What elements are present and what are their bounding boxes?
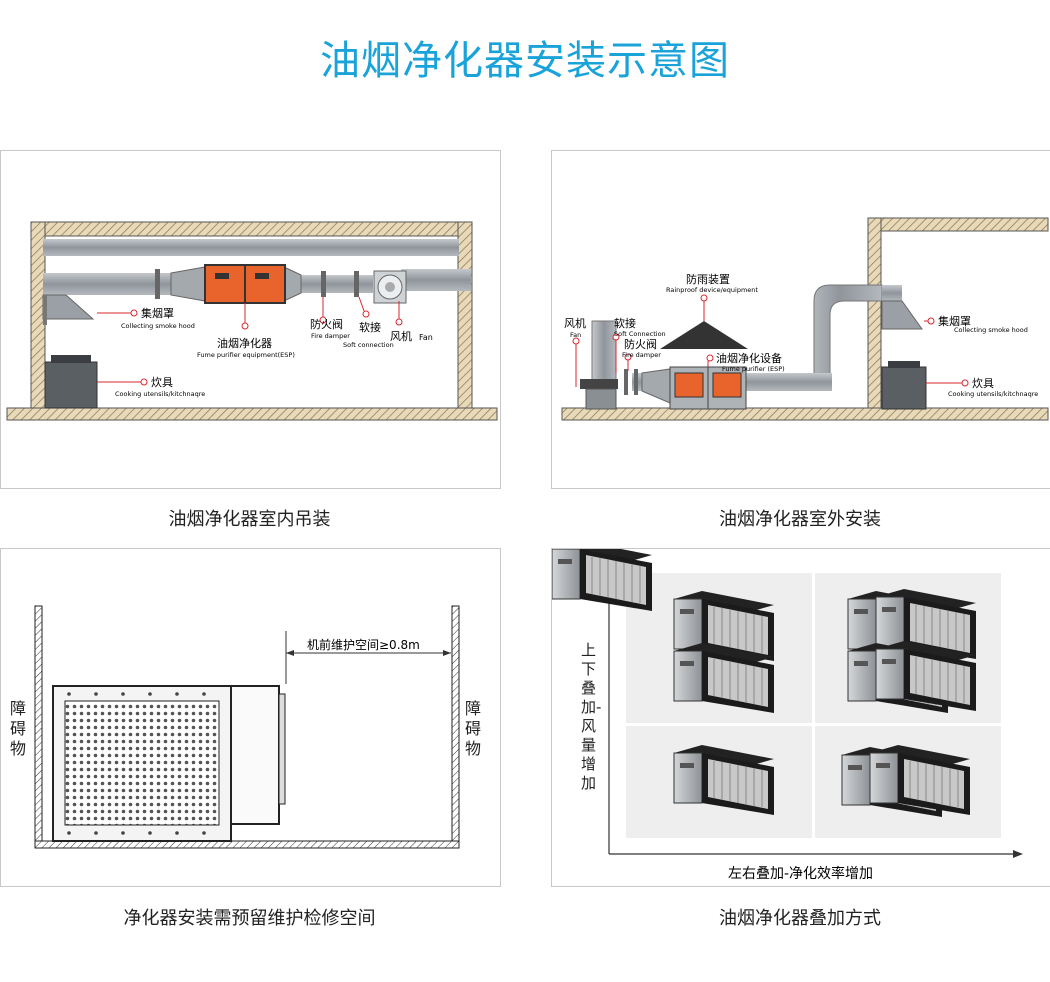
outdoor-fan [585,388,617,410]
panel-stacking: 左右叠加-净化效率增加 上下叠加-风量增加 [551,548,1050,887]
label-damper-en: Fire damper [311,332,350,340]
purifier-side-section [230,685,280,825]
label-fan-cn: 风机 [390,329,412,343]
label-damper-cn: 防火阀 [310,317,343,331]
label-esp-cn: 油烟净化器 [217,336,272,350]
label-fan-cn: 风机 [564,316,586,330]
label-stove-en: Cooking utensils/kitchnaqre [948,390,1038,398]
outdoor-ceiling [867,217,1049,232]
indoor-fire-damper [321,271,326,297]
perforated-panel [64,700,220,826]
outdoor-wall [867,217,882,411]
label-damper-cn: 防火阀 [624,337,657,351]
page-title: 油烟净化器安装示意图 [320,38,730,84]
label-soft-en: Soft connection [343,341,394,349]
indoor-stove [44,361,98,409]
panel-indoor-install: 集烟罩 Collecting smoke hood 油烟净化器 Fume pur… [0,150,501,489]
fan-outlet-duct [401,269,471,291]
rainproof-cover [660,321,748,349]
indoor-esp-unit-1 [204,264,246,304]
stacking-diagram: 左右叠加-净化效率增加 [552,549,1023,882]
indoor-esp-unit-2 [244,264,286,304]
label-soft-cn: 软接 [359,320,381,334]
obstacle-left-label: 障碍物 [10,699,27,758]
caption-stacking: 油烟净化器叠加方式 [719,908,881,929]
caption-outdoor: 油烟净化器室外安装 [719,509,881,530]
label-rain-en: Rainproof device/equipment [666,286,758,294]
outdoor-floor [561,407,1049,421]
label-fan-en: Fan [419,333,433,342]
upper-duct-right [289,239,459,256]
right-wall [457,221,473,413]
outdoor-hood [881,300,923,330]
right-obstacle-wall [451,605,460,849]
caption-maintenance: 净化器安装需预留维护检修空间 [123,908,376,929]
label-hood-en: Collecting smoke hood [954,326,1028,334]
indoor-install-diagram: 集烟罩 Collecting smoke hood 油烟净化器 Fume pur… [6,221,498,421]
upper-duct [43,239,289,256]
outdoor-fire-damper [624,369,628,395]
label-stove-cn: 炊具 [972,377,994,390]
y-axis-label: 上下叠加-风量增加 [581,641,602,792]
ceiling [30,221,462,237]
left-obstacle-wall [34,605,43,849]
clearance-label: 机前维护空间≥0.8m [307,637,420,652]
outdoor-stove [881,366,927,410]
label-stove-en: Cooking utensils/kitchnaqre [115,390,205,398]
x-axis-label: 左右叠加-净化效率增加 [728,865,873,882]
outdoor-soft-connection [634,369,638,395]
label-soft-en: Soft Connection [614,330,666,338]
label-rain-cn: 防雨装置 [686,272,730,286]
label-fan-en: Fan [570,331,581,339]
maintenance-space-diagram: 机前维护空间≥0.8m [34,605,460,849]
indoor-hood [42,294,95,320]
obstacle-right-label: 障碍物 [465,699,482,758]
label-hood-cn: 集烟罩 [141,306,174,320]
label-hood-cn: 集烟罩 [938,314,971,328]
label-esp-en: Fume purifier equipment(ESP) [197,351,295,359]
main-duct-left [43,273,203,295]
label-esp-en: Fume purifier (ESP) [722,365,785,373]
panel-outdoor-install: 防雨装置 Rainproof device/equipment 风机 Fan 软… [551,150,1050,489]
panel-maintenance-space: 机前维护空间≥0.8m 障碍物 障碍物 [0,548,501,887]
main-duct-right [283,275,373,293]
label-damper-en: Fire damper [622,351,661,359]
label-hood-en: Collecting smoke hood [121,322,195,330]
outdoor-install-diagram: 防雨装置 Rainproof device/equipment 风机 Fan 软… [561,217,1049,421]
label-esp-cn: 油烟净化设备 [716,351,782,365]
floor [6,407,498,421]
label-soft-cn: 软接 [614,316,636,330]
label-stove-cn: 炊具 [151,376,173,389]
bottom-obstacle-wall [34,840,460,849]
indoor-soft-connection [354,271,359,297]
caption-indoor: 油烟净化器室内吊装 [168,509,331,530]
